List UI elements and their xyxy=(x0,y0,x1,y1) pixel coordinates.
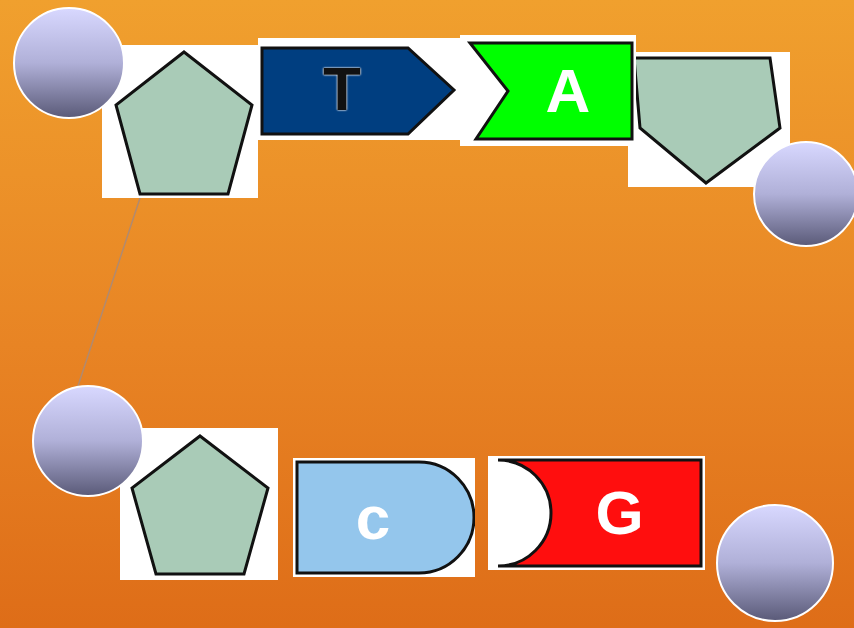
phosphate-circle xyxy=(14,8,124,118)
phosphate-circle xyxy=(33,386,143,496)
adenine-base: A xyxy=(460,35,636,146)
base-letter: c xyxy=(356,487,390,549)
base-letter: A xyxy=(546,60,591,122)
base-letter: G xyxy=(595,482,643,544)
sugar-pentagon xyxy=(102,45,258,198)
thymine-base: T xyxy=(258,38,460,140)
guanine-base: G xyxy=(488,456,705,570)
phosphate-circle xyxy=(754,142,854,246)
cytosine-base: c xyxy=(293,458,475,577)
backbone-line xyxy=(76,198,140,392)
phosphate-circle xyxy=(717,505,833,621)
base-letter: T xyxy=(323,58,361,120)
sugar-pentagon xyxy=(120,428,278,580)
